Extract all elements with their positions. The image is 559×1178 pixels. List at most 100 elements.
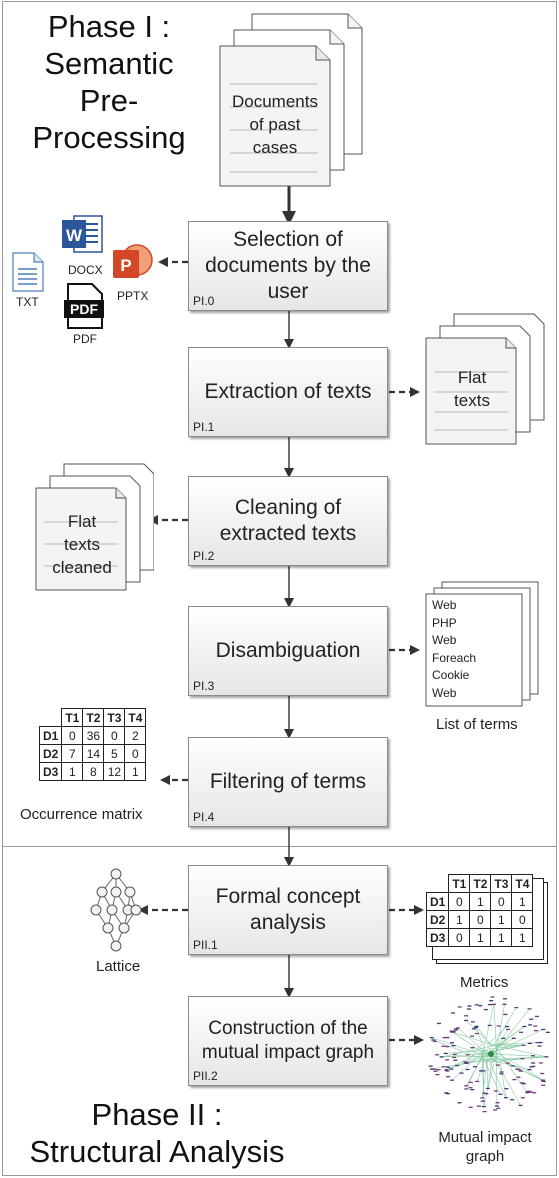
graph-node	[457, 1102, 462, 1104]
graph-node	[545, 1031, 550, 1033]
graph-node	[449, 1068, 454, 1070]
graph-node	[510, 1099, 515, 1101]
graph-node	[473, 1026, 478, 1028]
graph-node	[459, 1072, 464, 1074]
graph-node	[464, 1019, 469, 1022]
graph-node	[464, 1015, 469, 1017]
graph-node	[446, 1076, 451, 1078]
graph-node	[534, 1029, 539, 1032]
graph-node	[528, 1091, 533, 1093]
graph-node	[478, 1005, 483, 1007]
graph-node	[483, 1008, 488, 1011]
graph-node	[441, 1066, 446, 1068]
graph-node	[503, 1097, 508, 1099]
graph-edge	[484, 1053, 547, 1058]
graph-node	[493, 1109, 498, 1111]
step-construction-of-mutual-impact-graph: Construction of the mutual impact graph …	[188, 996, 388, 1086]
graph-node	[511, 1037, 516, 1039]
metrics-table: T1 T2 T3 T4 D1 0 1 0 1 D2 1 0 1 0 D3 0 1…	[425, 874, 534, 947]
graph-node	[463, 1061, 468, 1063]
graph-node	[535, 1041, 540, 1044]
graph-node	[474, 1025, 479, 1027]
phase2-title: Phase II : Structural Analysis	[29, 1097, 285, 1169]
graph-edge	[486, 1051, 489, 1089]
step-code: PI.0	[193, 294, 215, 308]
flat-texts-cleaned-label: Flat texts cleaned	[52, 512, 112, 577]
txt-file-icon	[12, 252, 44, 292]
graph-node	[496, 1107, 501, 1109]
graph-node	[446, 1066, 451, 1068]
graph-node	[465, 1054, 470, 1056]
graph-node	[502, 1003, 507, 1005]
graph-node	[429, 1068, 434, 1070]
graph-node	[499, 1073, 504, 1075]
graph-node	[455, 1027, 460, 1029]
graph-node	[474, 1032, 479, 1035]
documents-of-past-cases-label: Documents of past cases	[232, 92, 318, 157]
graph-node	[457, 1006, 462, 1008]
graph-node	[502, 998, 507, 1000]
step-code: PI.3	[193, 679, 215, 693]
graph-node	[479, 1070, 484, 1072]
metrics-caption: Metrics	[460, 974, 509, 991]
graph-node	[515, 1068, 520, 1070]
graph-node	[475, 1080, 480, 1083]
graph-node	[512, 1078, 517, 1081]
pdf-label: PDF	[73, 332, 97, 346]
graph-edge	[494, 1038, 514, 1049]
graph-node	[527, 1042, 532, 1045]
graph-node	[444, 1092, 449, 1094]
graph-node	[476, 1105, 481, 1107]
graph-node	[532, 1092, 537, 1094]
graph-edge	[487, 1026, 508, 1045]
graph-edge	[496, 1045, 498, 1106]
graph-node	[450, 1042, 455, 1044]
graph-node	[481, 1070, 486, 1072]
graph-node	[525, 1092, 530, 1094]
graph-node	[534, 1015, 539, 1018]
graph-node	[533, 1025, 538, 1027]
graph-node	[432, 1068, 437, 1070]
term-item: Web	[432, 633, 457, 647]
mutual-impact-graph-caption: Mutual impact graph	[438, 1129, 532, 1165]
graph-node	[468, 1106, 473, 1108]
graph-node	[480, 1097, 485, 1099]
graph-node	[541, 1080, 546, 1083]
graph-edge	[488, 1059, 530, 1070]
graph-node	[481, 1105, 486, 1108]
graph-node	[464, 1088, 469, 1090]
phase1-title: Phase I : Semantic Pre-Processing	[32, 9, 186, 155]
graph-node	[518, 1070, 523, 1072]
graph-node	[530, 1055, 535, 1057]
graph-node	[525, 1091, 530, 1093]
graph-node	[472, 1066, 477, 1068]
graph-node	[445, 1045, 450, 1048]
graph-node	[442, 1037, 447, 1039]
graph-node	[518, 1104, 523, 1107]
graph-edge	[499, 1061, 507, 1098]
graph-node	[503, 1013, 508, 1016]
mutual-impact-graph-image	[428, 996, 550, 1113]
graph-node	[520, 1057, 525, 1060]
lattice-caption: Lattice	[96, 958, 141, 975]
graph-edge	[431, 1037, 488, 1057]
graph-node	[474, 1004, 479, 1006]
word-docx-icon: W	[62, 215, 103, 253]
pdf-file-icon: PDF	[64, 283, 104, 329]
graph-node	[482, 1092, 487, 1094]
graph-edge	[492, 1007, 517, 1048]
graph-node	[470, 1089, 475, 1091]
svg-text:P: P	[120, 256, 131, 275]
graph-node	[490, 996, 495, 998]
term-item: Web	[432, 685, 457, 700]
svg-text:PDF: PDF	[70, 301, 98, 317]
graph-edge	[452, 1031, 494, 1046]
graph-node	[529, 1018, 534, 1020]
graph-node	[541, 1079, 546, 1081]
graph-node	[453, 1059, 458, 1062]
graph-node	[464, 1085, 469, 1087]
graph-node	[541, 1084, 546, 1086]
flat-texts-cleaned-stack-icon	[35, 463, 154, 591]
graph-node	[518, 1031, 523, 1033]
